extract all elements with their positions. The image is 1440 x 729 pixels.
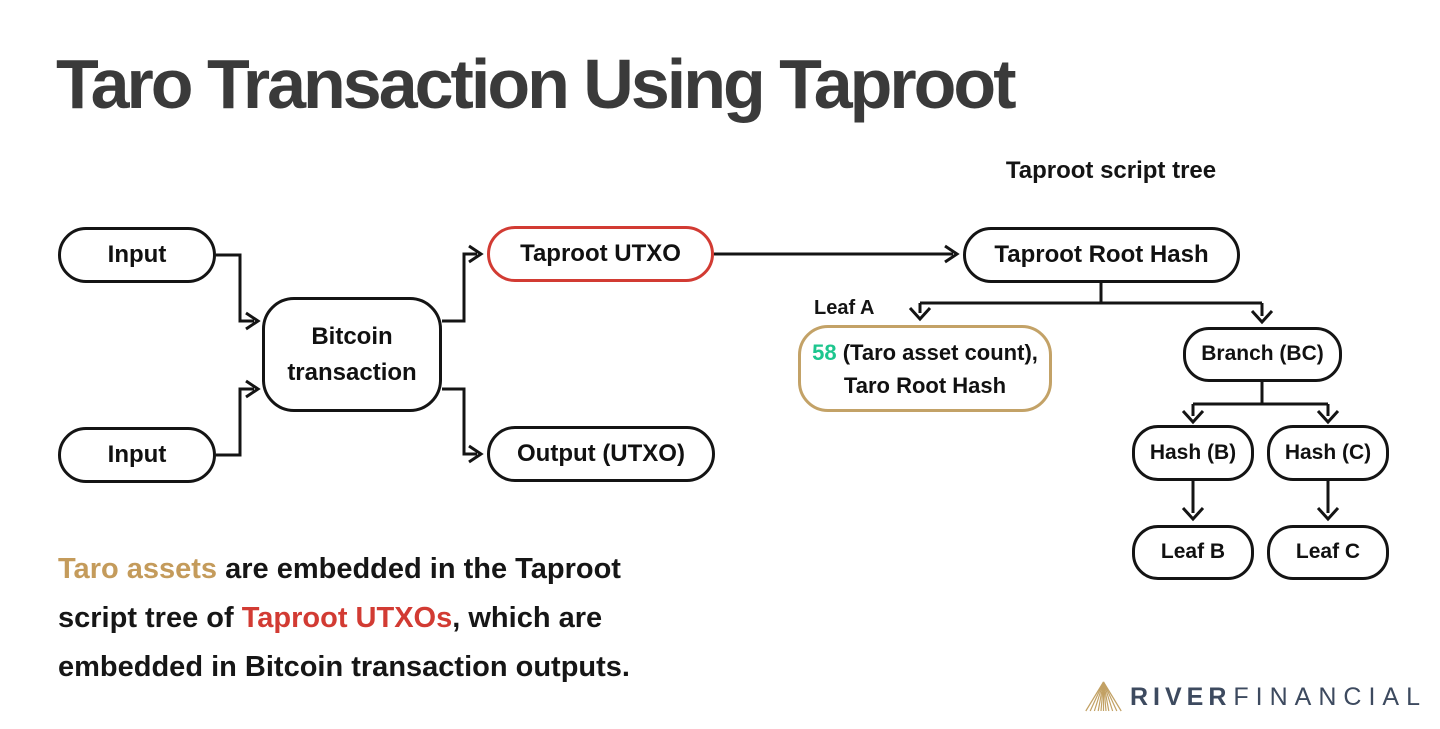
node-hash-b-label: Hash (B) — [1149, 440, 1237, 464]
taproot-script-tree-label: Taproot script tree — [1005, 157, 1217, 184]
caption-line2-prefix: script tree of — [58, 602, 242, 634]
taro-asset-count-suffix: (Taro asset count), — [836, 339, 1038, 365]
logo-brand-river: RIVER — [1130, 683, 1232, 711]
node-bitcoin-transaction: Bitcoin transaction — [262, 297, 442, 412]
node-leaf-b-label: Leaf B — [1160, 540, 1226, 564]
node-bitcoin-transaction-line1: Bitcoin — [311, 322, 393, 350]
node-input-top-label: Input — [107, 240, 167, 268]
node-input-bottom-label: Input — [107, 440, 167, 468]
logo-wordmark: RIVER FINANCIAL — [1130, 683, 1427, 712]
page-title: Taro Transaction Using Taproot — [56, 45, 1017, 123]
node-leaf-c: Leaf C — [1267, 525, 1389, 580]
node-output-utxo: Output (UTXO) — [487, 426, 715, 482]
caption-taproot-utxos-highlight: Taproot UTXOs — [241, 602, 453, 634]
node-branch-bc: Branch (BC) — [1183, 327, 1342, 382]
node-taproot-root-hash: Taproot Root Hash — [963, 227, 1240, 283]
node-taproot-utxo-label: Taproot UTXO — [520, 239, 681, 267]
node-input-bottom: Input — [58, 427, 216, 483]
node-hash-c: Hash (C) — [1267, 425, 1389, 481]
caption-line2: script tree of Taproot UTXOs, which are — [58, 594, 630, 643]
caption-line2-suffix: , which are — [452, 602, 603, 634]
caption-paragraph: Taro assets are embedded in the Taproot … — [58, 545, 630, 692]
node-input-top: Input — [58, 227, 216, 283]
node-taproot-utxo: Taproot UTXO — [487, 226, 714, 282]
node-hash-b: Hash (B) — [1132, 425, 1254, 481]
taro-asset-count-value: 58 — [812, 339, 837, 365]
caption-line1-rest: are embedded in the Taproot — [217, 553, 621, 585]
leaf-a-line2: Taro Root Hash — [843, 372, 1007, 398]
node-leaf-c-label: Leaf C — [1295, 540, 1361, 564]
logo-brand-financial: FINANCIAL — [1233, 683, 1427, 711]
node-taproot-root-hash-label: Taproot Root Hash — [994, 240, 1209, 268]
node-leaf-b: Leaf B — [1132, 525, 1254, 580]
leaf-a-label: Leaf A — [814, 297, 875, 319]
river-mountain-icon — [1085, 681, 1122, 712]
leaf-a-line1: 58 (Taro asset count), — [812, 336, 1038, 369]
node-output-utxo-label: Output (UTXO) — [517, 439, 685, 467]
node-leaf-a: 58 (Taro asset count), Taro Root Hash — [798, 325, 1052, 412]
node-hash-c-label: Hash (C) — [1284, 440, 1372, 464]
caption-line1: Taro assets are embedded in the Taproot — [58, 545, 630, 594]
caption-line3: embedded in Bitcoin transaction outputs. — [58, 651, 630, 683]
river-financial-logo: RIVER FINANCIAL — [1085, 681, 1427, 712]
caption-taro-assets-highlight: Taro assets — [58, 553, 218, 585]
node-bitcoin-transaction-line2: transaction — [287, 358, 417, 386]
node-branch-bc-label: Branch (BC) — [1201, 342, 1324, 366]
